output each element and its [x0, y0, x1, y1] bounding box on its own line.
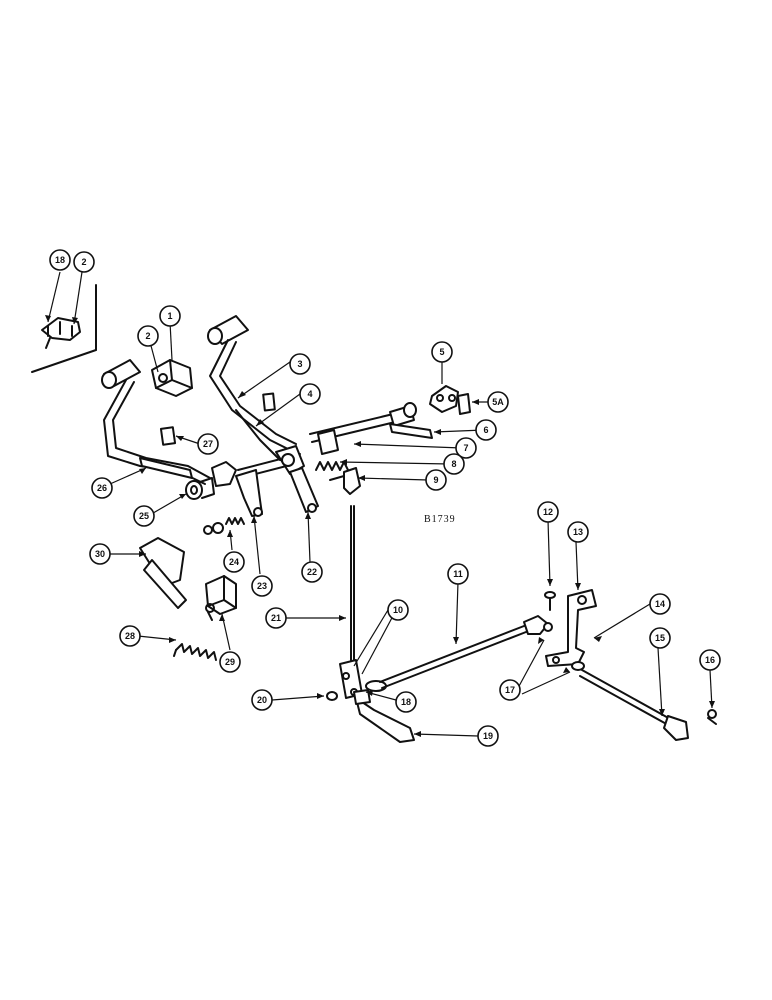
callout: 25 — [133, 505, 155, 527]
callout: 19 — [477, 725, 499, 747]
callout: 4 — [299, 383, 321, 405]
callout: 20 — [251, 689, 273, 711]
callout: 10 — [387, 599, 409, 621]
callout: 9 — [425, 469, 447, 491]
drawing-code: B1739 — [424, 514, 456, 525]
svg-text:20: 20 — [257, 695, 267, 705]
svg-text:9: 9 — [433, 475, 438, 485]
arrowheads — [45, 315, 715, 737]
svg-text:22: 22 — [307, 567, 317, 577]
svg-text:11: 11 — [453, 569, 463, 579]
linkage-drawing — [31, 284, 717, 743]
callout: 15 — [649, 627, 671, 649]
pedal-clamp — [151, 359, 193, 397]
spring-28 — [173, 603, 217, 661]
callout: 16 — [699, 649, 721, 671]
callout: 1 — [159, 305, 181, 327]
callout: 23 — [251, 575, 273, 597]
callout: 27 — [197, 433, 219, 455]
lever-13 — [545, 589, 597, 671]
callout: 30 — [89, 543, 111, 565]
svg-text:6: 6 — [483, 425, 488, 435]
callout: 12 — [537, 501, 559, 523]
callout: 11 — [447, 563, 469, 585]
svg-text:18: 18 — [401, 697, 411, 707]
spring — [315, 461, 349, 471]
bell-crank — [326, 659, 415, 743]
svg-text:15: 15 — [655, 633, 665, 643]
svg-text:5: 5 — [439, 347, 444, 357]
callout: 26 — [91, 477, 113, 499]
callout: 24 — [223, 551, 245, 573]
callout: 28 — [119, 625, 141, 647]
rod-21 — [350, 505, 355, 661]
bushing — [185, 477, 215, 500]
callout: 2 — [73, 251, 95, 273]
clevis-9 — [329, 467, 361, 495]
svg-text:21: 21 — [271, 613, 281, 623]
rod-15 — [579, 669, 717, 741]
svg-text:16: 16 — [705, 655, 715, 665]
callout: 6 — [475, 419, 497, 441]
svg-text:13: 13 — [573, 527, 583, 537]
callout: 14 — [649, 593, 671, 615]
callout: 18 — [395, 691, 417, 713]
bracket-30 — [139, 537, 187, 609]
inset-detail — [31, 284, 97, 373]
callout: 18 — [49, 249, 71, 271]
callout: 22 — [301, 561, 323, 583]
rod-11 — [379, 615, 553, 689]
spring-24 — [203, 517, 245, 535]
svg-text:17: 17 — [505, 685, 515, 695]
callouts: 18 2 1 2 3 4 5 5A 6 7 8 9 27 26 25 24 23… — [49, 249, 721, 747]
svg-text:12: 12 — [543, 507, 553, 517]
callout: 5A — [487, 391, 509, 413]
callout: 13 — [567, 521, 589, 543]
svg-text:29: 29 — [225, 657, 235, 667]
svg-text:2: 2 — [81, 257, 86, 267]
svg-text:24: 24 — [229, 557, 239, 567]
callout: 29 — [219, 651, 241, 673]
svg-text:1: 1 — [167, 311, 172, 321]
svg-text:4: 4 — [307, 389, 312, 399]
svg-text:23: 23 — [257, 581, 267, 591]
svg-text:18: 18 — [55, 255, 65, 265]
callout: 3 — [289, 353, 311, 375]
svg-text:30: 30 — [95, 549, 105, 559]
bolt-12 — [544, 591, 556, 611]
svg-text:14: 14 — [655, 599, 665, 609]
svg-text:26: 26 — [97, 483, 107, 493]
arm-plates — [211, 445, 319, 517]
bracket-29 — [205, 575, 237, 615]
cross-shaft — [237, 402, 433, 479]
svg-text:2: 2 — [145, 331, 150, 341]
right-pedal — [207, 315, 297, 461]
svg-text:19: 19 — [483, 731, 493, 741]
svg-text:28: 28 — [125, 631, 135, 641]
callout: 7 — [455, 437, 477, 459]
svg-text:10: 10 — [393, 605, 403, 615]
callout: 21 — [265, 607, 287, 629]
callout: 8 — [443, 453, 465, 475]
svg-text:5A: 5A — [492, 397, 504, 407]
left-pedal — [101, 359, 211, 485]
svg-text:3: 3 — [297, 359, 302, 369]
svg-text:7: 7 — [463, 443, 468, 453]
svg-text:27: 27 — [203, 439, 213, 449]
callout: 5 — [431, 341, 453, 363]
bracket-5 — [429, 385, 471, 415]
svg-text:25: 25 — [139, 511, 149, 521]
callout: 2 — [137, 325, 159, 347]
svg-text:8: 8 — [451, 459, 456, 469]
callout: 17 — [499, 679, 521, 701]
